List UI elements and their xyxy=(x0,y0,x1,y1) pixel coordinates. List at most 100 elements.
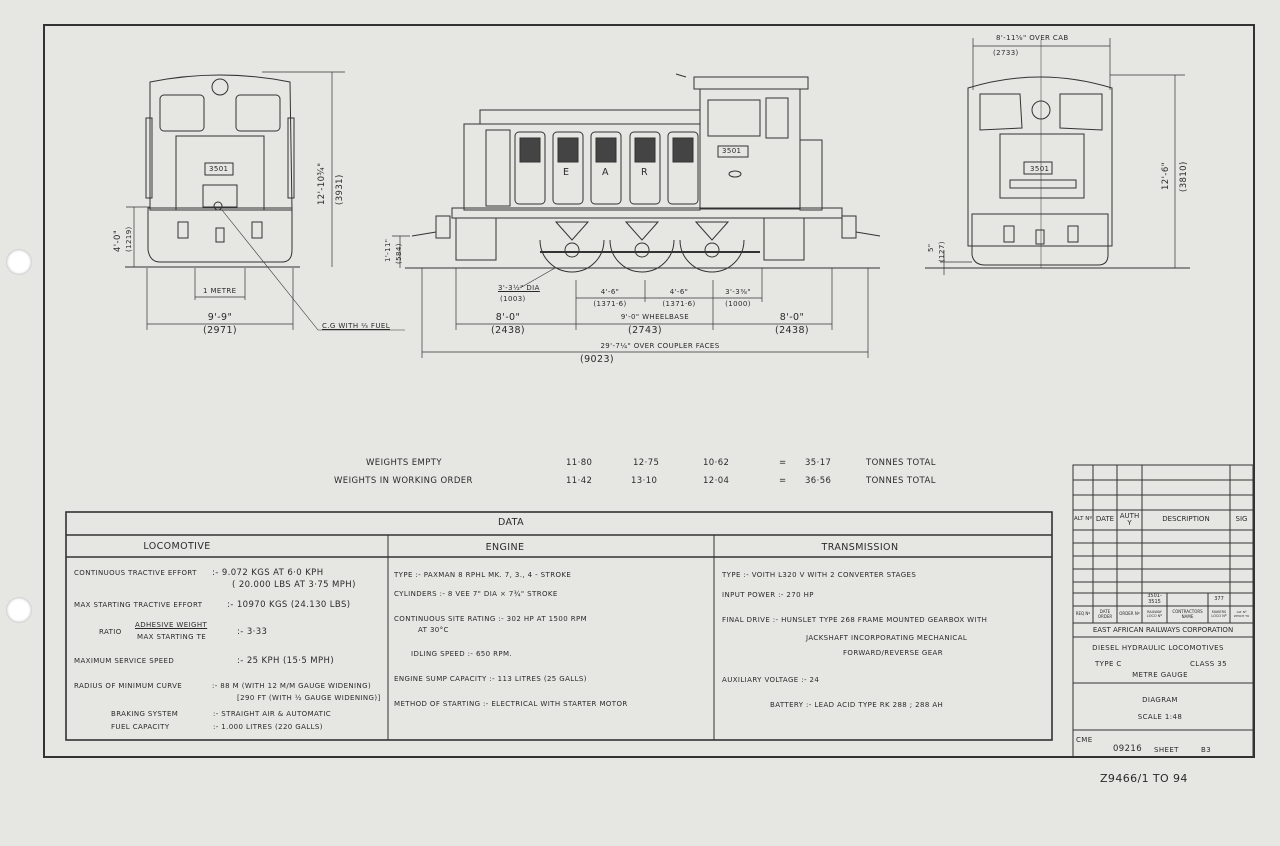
rev-header-sig: SIG xyxy=(1235,515,1248,524)
engine-rating: CONTINUOUS SITE RATING :- 302 HP AT 1500… xyxy=(394,615,588,623)
side-lettering-e: E xyxy=(563,167,570,178)
drawing-subject: DIESEL HYDRAULIC LOCOMOTIVES xyxy=(1092,644,1224,652)
rev-header-alt: ALT Nº xyxy=(1074,516,1092,523)
rear-width-ft: 8'-11⅝" OVER CAB xyxy=(996,34,1069,42)
rail-height-mm: (127) xyxy=(938,241,946,262)
transmission-input: INPUT POWER :- 270 HP xyxy=(722,591,814,599)
front-height-ft: 12'-10¾" xyxy=(317,162,327,205)
cg-note: C.G WITH ⅔ FUEL xyxy=(322,322,390,330)
weights-label: WEIGHTS IN WORKING ORDER xyxy=(334,476,473,486)
front-view-drawing xyxy=(125,71,405,331)
loco-class: CLASS 35 xyxy=(1190,660,1227,668)
engine-starting: METHOD OF STARTING :- ELECTRICAL WITH ST… xyxy=(394,700,628,708)
front-gauge-label: 1 METRE xyxy=(203,287,237,295)
engine-idling: IDLING SPEED :- 650 RPM. xyxy=(411,650,513,658)
order-header-alt: ALT Nº WHICH TO xyxy=(1233,610,1250,618)
curve-value-imperial: [290 FT (WITH ½ GAUGE WIDENING)] xyxy=(237,694,381,702)
order-value-makers-no: 377 xyxy=(1214,595,1224,602)
front-buffer-height-mm: (1219) xyxy=(125,226,133,252)
speed-value: :- 25 KPH (15·5 MPH) xyxy=(237,656,335,666)
drawing-number: 09216 xyxy=(1113,744,1143,754)
drawing-reference: Z9466/1 TO 94 xyxy=(1100,772,1188,785)
data-table-lines xyxy=(65,511,1053,741)
order-header-makers: MAKERS LOCO Nº xyxy=(1211,609,1227,618)
weight-axle-2: 13·10 xyxy=(631,476,658,486)
order-header-railway: RAILWAY LOCO Nº xyxy=(1146,609,1163,618)
fuel-label: FUEL CAPACITY xyxy=(111,723,170,731)
drawing-scale: SCALE 1:48 xyxy=(1137,713,1183,721)
transmission-aux-voltage: AUXILIARY VOLTAGE :- 24 xyxy=(722,676,820,684)
brake-label: BRAKING SYSTEM xyxy=(111,710,179,718)
rear-view-drawing xyxy=(925,38,1190,275)
side-lettering-a: A xyxy=(602,167,609,178)
weight-equals: = xyxy=(779,476,787,486)
overhang2-mm: (2438) xyxy=(775,325,809,336)
weight-axle-3: 10·62 xyxy=(703,458,730,468)
order-row: 3501-3515 377 REQ Nº DATE ORDER ORDER Nº… xyxy=(1073,593,1253,623)
weight-total: 35·17 xyxy=(805,458,832,468)
axle1-ft: 4'-6" xyxy=(600,288,620,296)
punch-hole xyxy=(6,249,32,275)
ratio-label: RATIO xyxy=(99,628,122,636)
front-width-mm: (2971) xyxy=(203,325,237,336)
transmission-final-drive: FINAL DRIVE :- HUNSLET TYPE 268 FRAME MO… xyxy=(722,616,988,624)
organisation-name: EAST AFRICAN RAILWAYS CORPORATION xyxy=(1092,626,1234,634)
transmission-battery: BATTERY :- LEAD ACID TYPE RK 288 ; 288 A… xyxy=(770,701,944,709)
axle1-mm: (1371·6) xyxy=(593,300,627,308)
drawing-border xyxy=(43,24,1255,758)
cte-label: CONTINUOUS TRACTIVE EFFORT xyxy=(74,569,197,577)
ratio-value: :- 3·33 xyxy=(237,627,268,637)
weight-axle-1: 11·42 xyxy=(566,476,593,486)
loco-type: TYPE C xyxy=(1095,660,1122,668)
front-height-dimension: 12'-10¾" xyxy=(317,162,327,205)
loco-gauge: METRE GAUGE xyxy=(1132,671,1188,679)
engine-type: TYPE :- PAXMAN 8 RPHL MK. 7, 3., 4 - STR… xyxy=(394,571,572,579)
brake-value: :- STRAIGHT AIR & AUTOMATIC xyxy=(213,710,332,718)
transmission-final-drive-3: FORWARD/REVERSE GEAR xyxy=(843,649,944,657)
transmission-heading: TRANSMISSION xyxy=(821,542,899,553)
rev-header-date: DATE xyxy=(1095,515,1115,524)
rev-header-description: DESCRIPTION xyxy=(1162,515,1210,524)
overall-length-ft: 29'-7¼" OVER COUPLER FACES xyxy=(600,342,720,350)
jackshaft-ft: 3'-3⅜" xyxy=(725,288,751,296)
fuel-value: :- 1.000 LITRES (220 GALLS) xyxy=(213,723,323,731)
weight-axle-2: 12·75 xyxy=(633,458,660,468)
overall-length-mm: (9023) xyxy=(580,354,614,365)
revision-table-header: ALT Nº DATE AUTHY DESCRIPTION SIG xyxy=(1073,510,1253,530)
ratio-denominator: MAX STARTING TE xyxy=(137,633,207,641)
cte-value-imperial: ( 20.000 LBS AT 3·75 MPH) xyxy=(232,580,356,590)
wheel-dia-ft: 3'-3½" DIA xyxy=(498,284,540,292)
jackshaft-mm: (1000) xyxy=(725,300,751,308)
front-width-ft: 9'-9" xyxy=(207,312,233,323)
wheelbase-mm: (2743) xyxy=(628,325,662,336)
rear-number-plate: 3501 xyxy=(1030,165,1050,173)
weight-unit: TONNES TOTAL xyxy=(866,458,936,468)
weight-axle-1: 11·80 xyxy=(566,458,593,468)
axle2-mm: (1371·6) xyxy=(662,300,696,308)
rear-width-mm: (2733) xyxy=(993,49,1019,57)
overhang1-mm: (2438) xyxy=(491,325,525,336)
engine-heading: ENGINE xyxy=(485,542,525,553)
weight-unit: TONNES TOTAL xyxy=(866,476,936,486)
data-table-title: DATA xyxy=(497,517,525,528)
overhang1-ft: 8'-0" xyxy=(495,312,521,323)
weight-axle-3: 12·04 xyxy=(703,476,730,486)
order-header-contractor: CONTRACTORS NAME xyxy=(1172,609,1203,619)
front-height-mm: (3931) xyxy=(335,174,345,205)
order-header-req: REQ Nº xyxy=(1075,611,1091,617)
weights-label: WEIGHTS EMPTY xyxy=(366,458,442,468)
drawing-type: DIAGRAM xyxy=(1142,696,1178,704)
speed-label: MAXIMUM SERVICE SPEED xyxy=(74,657,175,665)
sheet-label: SHEET xyxy=(1154,746,1179,754)
rear-height-mm: (3810) xyxy=(1179,161,1189,192)
mste-label: MAX STARTING TRACTIVE EFFORT xyxy=(74,601,203,609)
wheel-dia-mm: (1003) xyxy=(500,295,526,303)
cte-value: :- 9.072 KGS AT 6·0 KPH xyxy=(212,568,324,578)
engine-cylinders: CYLINDERS :- 8 VEE 7" DIA × 7¾" STROKE xyxy=(394,590,558,598)
engine-sump: ENGINE SUMP CAPACITY :- 113 LITRES (25 G… xyxy=(394,675,587,683)
wheelbase-ft: 9'-0" WHEELBASE xyxy=(620,313,690,321)
curve-label: RADIUS OF MINIMUM CURVE xyxy=(74,682,183,690)
side-view-drawing xyxy=(392,73,881,358)
axle2-ft: 4'-6" xyxy=(669,288,689,296)
